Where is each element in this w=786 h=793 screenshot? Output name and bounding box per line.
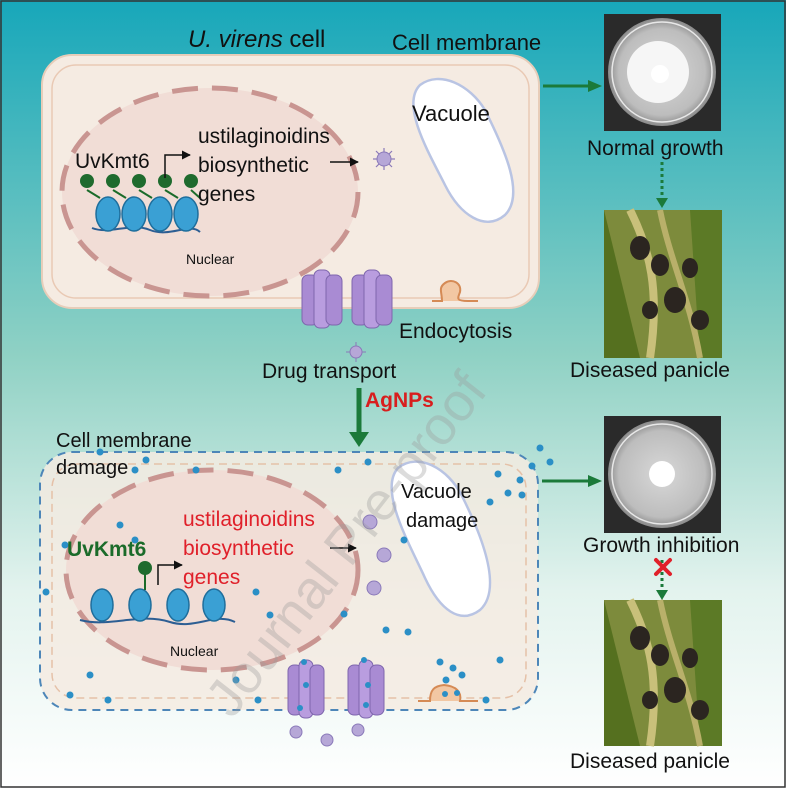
bottom-diseased-panicle-label: Diseased panicle bbox=[570, 750, 730, 773]
bottom-transporter-icon bbox=[287, 659, 325, 719]
methyl-mark-icon bbox=[184, 174, 198, 188]
bottom-vacuole bbox=[390, 460, 492, 617]
bottom-genes-line1: ustilaginoidins bbox=[183, 508, 315, 531]
top-cell-membrane-label: Cell membrane bbox=[392, 30, 541, 55]
growth-inhibition-plate-image bbox=[604, 416, 721, 533]
top-vacuole bbox=[412, 77, 515, 223]
top-vacuole-label: Vacuole bbox=[412, 101, 490, 126]
bottom-genes-line2: biosynthetic bbox=[183, 537, 294, 560]
blocked-cross-icon bbox=[654, 558, 672, 576]
top-nuclear-label: Nuclear bbox=[186, 251, 235, 267]
bottom-diseased-panicle-image bbox=[604, 598, 722, 747]
agnps-label: AgNPs bbox=[365, 389, 434, 412]
endocytosis-vesicle-icon bbox=[432, 280, 478, 302]
bottom-genes-line3: genes bbox=[183, 566, 240, 589]
bottom-endocytosis-vesicle-icon bbox=[418, 683, 478, 702]
agnp-particles bbox=[42, 444, 554, 711]
treatment-arrowhead-icon bbox=[349, 432, 369, 447]
bottom-outcome-arrowhead-icon bbox=[588, 475, 602, 487]
bottom-nuclear-label: Nuclear bbox=[170, 643, 219, 659]
top-outcome-arrowhead-icon bbox=[588, 80, 602, 92]
top-genes-line2: biosynthetic bbox=[198, 154, 309, 177]
bottom-promoter-arrow bbox=[157, 560, 183, 585]
top-diseased-panicle-label: Diseased panicle bbox=[570, 359, 730, 382]
methyl-mark-icon bbox=[138, 561, 152, 575]
top-genes-line1: ustilaginoidins bbox=[198, 125, 330, 148]
top-transporter-icon bbox=[351, 269, 393, 329]
top-ustilaginoidin-icon bbox=[373, 148, 395, 170]
top-diseased-panicle-image bbox=[604, 208, 722, 359]
top-transporter-icon bbox=[301, 269, 343, 329]
top-chromatin bbox=[80, 174, 201, 234]
drug-molecule-icon bbox=[346, 342, 366, 362]
endocytosis-label: Endocytosis bbox=[399, 320, 512, 343]
top-cell bbox=[41, 54, 540, 362]
methyl-mark-icon bbox=[106, 174, 120, 188]
top-gene-name: UvKmt6 bbox=[75, 150, 150, 173]
vacuole-damage-line2: damage bbox=[406, 510, 478, 532]
top-disease-arrowhead-icon bbox=[656, 198, 668, 208]
top-promoter-arrow bbox=[164, 150, 191, 178]
drug-transport-label: Drug transport bbox=[262, 360, 396, 383]
bottom-disease-arrowhead-icon bbox=[656, 590, 668, 600]
normal-growth-plate-image bbox=[604, 14, 721, 131]
bottom-chromatin bbox=[79, 561, 236, 626]
growth-inhibition-label: Growth inhibition bbox=[583, 534, 739, 557]
methyl-mark-icon bbox=[158, 174, 172, 188]
top-nucleus bbox=[59, 85, 361, 299]
top-title: U. virens cell bbox=[188, 26, 325, 53]
methyl-mark-icon bbox=[132, 174, 146, 188]
top-genes-line3: genes bbox=[198, 183, 255, 206]
membrane-damage-line2: damage bbox=[56, 457, 128, 479]
vacuole-damage-line1: Vacuole bbox=[401, 481, 472, 503]
normal-growth-label: Normal growth bbox=[587, 137, 724, 160]
bottom-cell bbox=[39, 444, 554, 747]
membrane-damage-line1: Cell membrane bbox=[56, 430, 192, 452]
bottom-transporter-icon bbox=[347, 659, 385, 719]
methyl-mark-icon bbox=[80, 174, 94, 188]
bottom-gene-name: UvKmt6 bbox=[67, 538, 146, 561]
top-cell-membrane-inner bbox=[51, 64, 530, 299]
